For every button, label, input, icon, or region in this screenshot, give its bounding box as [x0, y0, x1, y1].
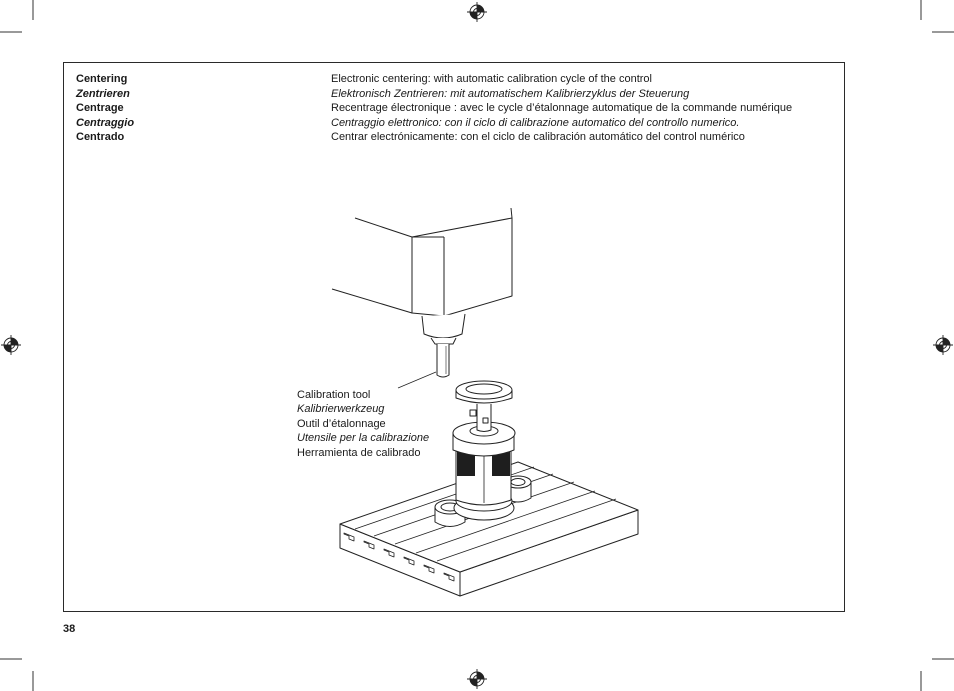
glossary-row-de: Zentrieren Elektronisch Zentrieren: mit …: [76, 87, 836, 102]
content-frame: [63, 62, 845, 612]
term-label: Centrado: [76, 131, 125, 143]
glossary-row-en: Centering Electronic centering: with aut…: [76, 72, 836, 87]
term-label: Centrage: [76, 102, 124, 114]
glossary-row-fr: Centrage Recentrage électronique : avec …: [76, 101, 836, 116]
calibration-illustration: [331, 207, 639, 597]
term-label: Centraggio: [76, 116, 135, 129]
callout-label-it: Utensile per la calibrazione: [297, 432, 430, 445]
term-description: Elektronisch Zentrieren: mit automatisch…: [331, 87, 690, 100]
glossary-list: Centering Electronic centering: with aut…: [76, 72, 836, 145]
term-description: Electronic centering: with automatic cal…: [331, 73, 652, 85]
callout-label-es: Herramienta de calibrado: [297, 446, 421, 459]
page-number: 38: [63, 623, 76, 635]
term-label: Centering: [76, 73, 128, 85]
callout-label-de: Kalibrierwerkzeug: [297, 403, 385, 416]
glossary-row-es: Centrado Centrar electrónicamente: con e…: [76, 130, 836, 145]
term-label: Zentrieren: [76, 87, 130, 100]
callout-label-fr: Outil d’étalonnage: [297, 417, 386, 430]
term-description: Recentrage électronique : avec le cycle …: [331, 102, 793, 114]
term-description: Centrar electrónicamente: con el ciclo d…: [331, 131, 745, 143]
callout-label-en: Calibration tool: [297, 389, 371, 401]
term-description: Centraggio elettronico: con il ciclo di …: [331, 116, 740, 129]
calibration-tool-callout: Calibration tool Kalibrierwerkzeug Outil…: [297, 388, 429, 460]
glossary-row-it: Centraggio Centraggio elettronico: con i…: [76, 116, 836, 131]
